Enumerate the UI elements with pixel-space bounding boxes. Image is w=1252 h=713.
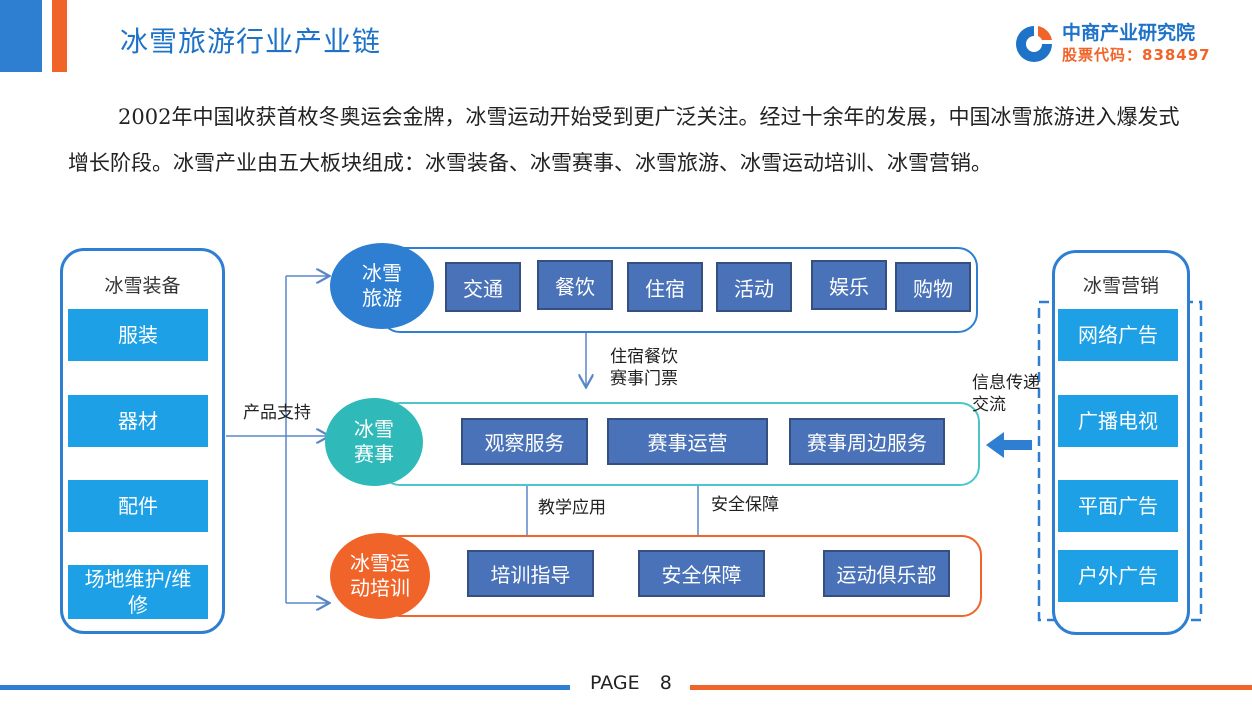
tourism-item-lodging: 住宿 [627, 262, 703, 312]
product-support-label: 产品支持 [243, 403, 311, 423]
intro-paragraph: 2002年中国收获首枚冬奥运会金牌，冰雪运动开始受到更广泛关注。经过十余年的发展… [68, 105, 1180, 175]
tourism-item-activities: 活动 [716, 262, 792, 312]
events-item-observation-service: 观察服务 [461, 418, 588, 465]
tourism-item-entertainment: 娱乐 [811, 260, 887, 310]
page-number: 8 [659, 672, 672, 694]
footer-accent-orange [690, 685, 1252, 690]
tourism-circle: 冰雪旅游 [330, 243, 434, 329]
info-transfer-label: 信息传递 [972, 373, 1040, 393]
tourism-item-transport: 交通 [445, 262, 521, 312]
tourism-item-shopping: 购物 [895, 262, 971, 312]
marketing-to-events-arrow [986, 432, 1032, 458]
equipment-item-gear: 器材 [68, 395, 208, 447]
training-item-coaching: 培训指导 [467, 550, 594, 597]
equipment-item-accessories: 配件 [68, 480, 208, 532]
logo-stock-code: 股票代码：838497 [1062, 46, 1211, 64]
events-item-peripheral-services: 赛事周边服务 [789, 418, 945, 465]
header-accent-blue [0, 0, 42, 72]
equipment-item-clothing: 服装 [68, 309, 208, 361]
product-support-arrows [226, 276, 328, 603]
teaching-label: 教学应用 [538, 498, 606, 518]
marketing-item-online-ads: 网络广告 [1058, 309, 1178, 361]
page-text: PAGE [590, 672, 640, 694]
events-circle: 冰雪赛事 [325, 398, 423, 486]
tickets-label: 赛事门票 [610, 369, 678, 389]
marketing-item-broadcast-tv: 广播电视 [1058, 395, 1178, 447]
logo-name: 中商产业研究院 [1062, 22, 1196, 44]
marketing-panel-label: 冰雪营销 [1082, 275, 1159, 297]
logo: 中商产业研究院 股票代码：838497 [1012, 18, 1242, 70]
lodging-food-label: 住宿餐饮 [610, 347, 678, 367]
training-item-safety: 安全保障 [638, 550, 765, 597]
equipment-item-venue-maintenance: 场地维护/维修 [68, 565, 208, 619]
marketing-item-print-ads: 平面广告 [1058, 480, 1178, 532]
page-indicator: PAGE 8 [590, 672, 672, 694]
equipment-panel-label: 冰雪装备 [104, 275, 181, 297]
footer-accent-blue [0, 685, 570, 690]
training-item-sports-club: 运动俱乐部 [823, 550, 950, 597]
logo-icon [1016, 26, 1052, 62]
events-item-operations: 赛事运营 [607, 418, 768, 465]
exchange-label: 交流 [972, 395, 1006, 415]
training-circle: 冰雪运动培训 [330, 533, 430, 619]
page-title: 冰雪旅游行业产业链 [120, 25, 382, 58]
marketing-item-outdoor-ads: 户外广告 [1058, 550, 1178, 602]
tourism-item-dining: 餐饮 [537, 260, 613, 310]
safety-label: 安全保障 [711, 495, 779, 515]
header-accent-orange [52, 0, 67, 72]
